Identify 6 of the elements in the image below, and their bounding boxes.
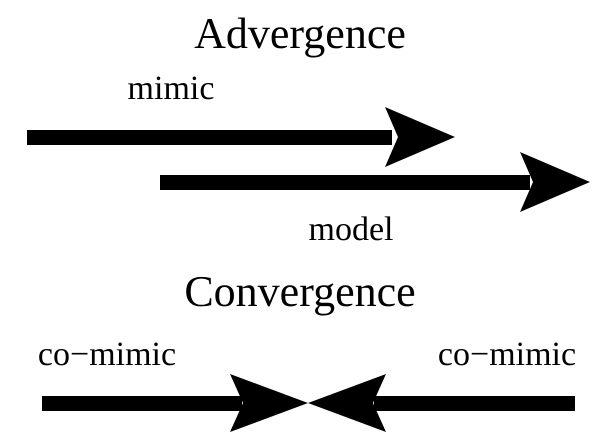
heading: Advergence [194,12,406,56]
arrow-label: co−mimic [438,338,576,372]
arrow-label: model [308,213,394,247]
heading: Convergence [184,270,416,314]
arrow-label: mimic [128,72,214,106]
arrow-label: co−mimic [38,338,176,372]
